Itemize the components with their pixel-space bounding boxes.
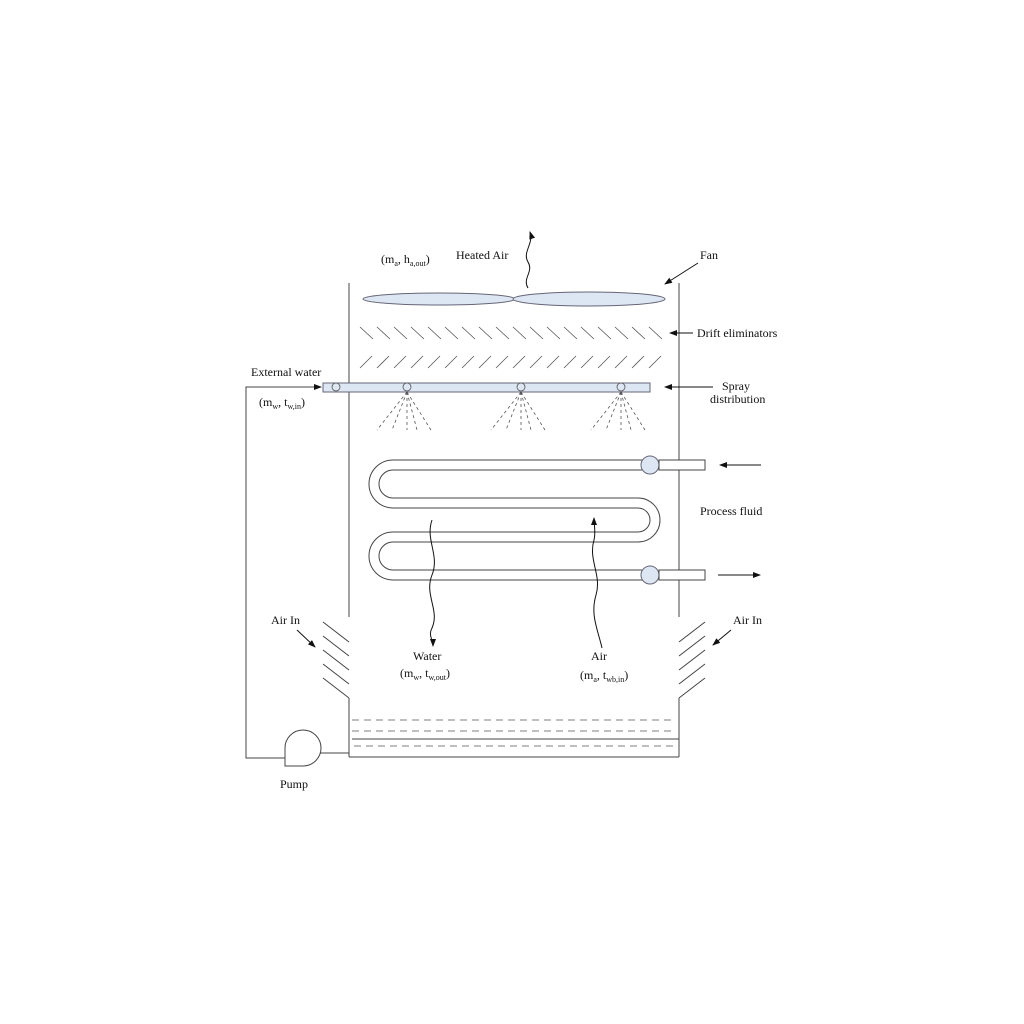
louver-slat bbox=[322, 663, 350, 685]
louver-slat bbox=[322, 677, 350, 699]
coil-header-top bbox=[640, 455, 660, 475]
drift-slat bbox=[563, 326, 578, 340]
drift-slat bbox=[580, 355, 594, 369]
drift-slat bbox=[495, 355, 509, 369]
drift-slat bbox=[461, 355, 475, 369]
drift-slat bbox=[597, 355, 611, 369]
louver-slat bbox=[322, 635, 350, 657]
drift-slat bbox=[597, 326, 612, 340]
drift-slat bbox=[478, 355, 492, 369]
water-flow-arrow bbox=[429, 519, 436, 647]
fan-pointer-arrow bbox=[664, 262, 699, 285]
drift-slat bbox=[444, 326, 459, 340]
nozzle-icon bbox=[376, 382, 432, 431]
air-in-right-label: Air In bbox=[733, 613, 762, 627]
air-in-formula: (ma, twb,in) bbox=[580, 668, 628, 684]
heated-air-label: Heated Air bbox=[456, 248, 508, 262]
drift-eliminators-label: Drift eliminators bbox=[697, 326, 778, 340]
drift-slat bbox=[546, 355, 560, 369]
louver-slat bbox=[678, 677, 706, 699]
drift-slat bbox=[478, 326, 493, 340]
air-in-left-label: Air In bbox=[271, 613, 300, 627]
drift-eliminators bbox=[359, 326, 663, 369]
coil-header-bottom bbox=[640, 565, 660, 585]
drift-slat bbox=[376, 326, 391, 340]
recirculation-pipe bbox=[245, 386, 349, 759]
process-fluid-coil bbox=[368, 455, 706, 585]
pump-icon bbox=[284, 729, 322, 767]
nozzle-icon bbox=[590, 382, 646, 431]
coil-inlet-pipe bbox=[658, 459, 706, 471]
louver-slat bbox=[678, 663, 706, 685]
louver-slat bbox=[678, 621, 706, 643]
drift-slat bbox=[529, 326, 544, 340]
drift-slat bbox=[614, 326, 629, 340]
air-in-right-arrow bbox=[712, 629, 732, 646]
drift-slat bbox=[444, 355, 458, 369]
air-label: Air bbox=[591, 649, 607, 663]
air-flow-arrow bbox=[591, 517, 603, 649]
drift-slat bbox=[631, 355, 645, 369]
pipe-inlet-icon bbox=[331, 382, 341, 392]
drift-slat bbox=[614, 355, 628, 369]
drift-slat bbox=[376, 355, 390, 369]
air-in-left-arrow bbox=[296, 629, 316, 648]
drift-slat bbox=[631, 326, 646, 340]
drift-slat bbox=[410, 326, 425, 340]
drift-slat bbox=[427, 355, 441, 369]
drift-slat bbox=[648, 326, 663, 340]
spray-distribution-pipe bbox=[322, 382, 651, 393]
drift-slat bbox=[495, 326, 510, 340]
drift-slat bbox=[546, 326, 561, 340]
drift-slat bbox=[648, 355, 662, 369]
drift-slat bbox=[563, 355, 577, 369]
drift-slat bbox=[512, 355, 526, 369]
drift-slat bbox=[410, 355, 424, 369]
coil-outlet-pipe bbox=[658, 569, 706, 581]
external-water-label: External water bbox=[251, 365, 321, 379]
louver-slat bbox=[322, 649, 350, 671]
water-out-formula: (mw, tw,out) bbox=[400, 666, 450, 682]
water-label: Water bbox=[413, 649, 441, 663]
louver-slat bbox=[678, 635, 706, 657]
pump-label: Pump bbox=[280, 777, 308, 791]
louver-slat bbox=[678, 649, 706, 671]
drift-slat bbox=[359, 326, 374, 340]
drift-slat bbox=[393, 326, 408, 340]
spray-nozzles bbox=[376, 382, 646, 431]
air-out-formula: (ma, ha,out) bbox=[381, 252, 430, 268]
fan-icon bbox=[362, 291, 666, 307]
drift-slat bbox=[529, 355, 543, 369]
spray-label-line1: Spray bbox=[722, 379, 750, 393]
nozzle-icon bbox=[490, 382, 546, 431]
air-inlet-louvers-right bbox=[678, 621, 706, 699]
water-in-formula: (mw, tw,in) bbox=[259, 395, 305, 411]
drift-slat bbox=[461, 326, 476, 340]
spray-label-line2: distribution bbox=[710, 392, 765, 406]
tower-casing bbox=[348, 283, 680, 758]
drift-slat bbox=[359, 355, 373, 369]
process-fluid-label: Process fluid bbox=[700, 504, 762, 518]
fan-label: Fan bbox=[700, 248, 718, 262]
recirculation-arrowhead bbox=[314, 384, 322, 390]
drift-slat bbox=[427, 326, 442, 340]
basin-water bbox=[352, 719, 679, 747]
air-inlet-louvers-left bbox=[322, 621, 350, 699]
louver-slat bbox=[322, 621, 350, 643]
drift-slat bbox=[512, 326, 527, 340]
heated-air-arrow bbox=[525, 231, 536, 289]
drift-slat bbox=[393, 355, 407, 369]
drift-slat bbox=[580, 326, 595, 340]
